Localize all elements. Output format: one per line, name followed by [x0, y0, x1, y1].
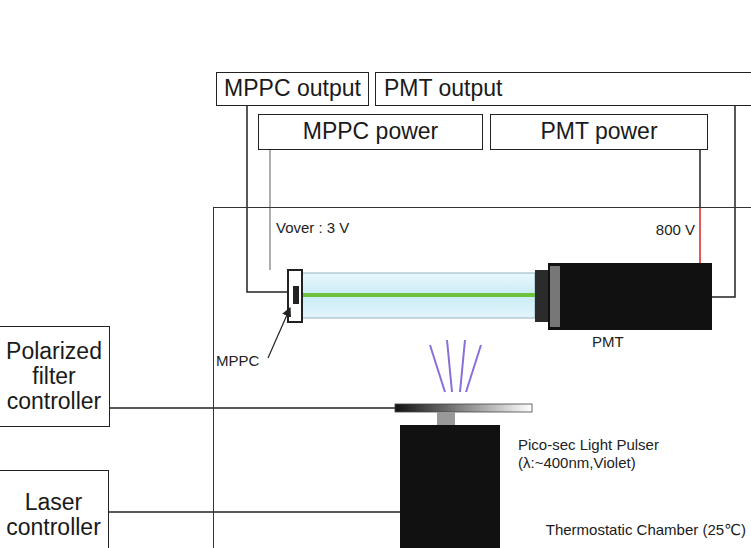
box-label: PMT power	[540, 119, 657, 144]
mppc-holder	[288, 270, 302, 322]
chamber-outline: Thermostatic Chamber (25℃)	[213, 207, 751, 548]
pmt-power-wire	[699, 150, 701, 207]
annotation-label: Vover : 3 V	[276, 219, 349, 237]
pmt-body	[548, 263, 712, 330]
light-rays	[430, 340, 481, 392]
box-label: Polarized filter controller	[6, 339, 102, 415]
box-label: MPPC output	[224, 76, 361, 101]
fiber	[300, 293, 540, 297]
polarized-filter	[395, 404, 532, 412]
label-box: Laser controller	[0, 470, 109, 548]
pmt-window	[550, 266, 560, 327]
annotation-label: Pico-sec Light Pulser (λ:~400nm,Violet)	[518, 436, 693, 472]
pmt-coupler	[535, 270, 548, 322]
box-label: PMT output	[384, 76, 502, 101]
high-voltage-wire	[699, 207, 701, 263]
box-label: Laser controller	[6, 490, 101, 541]
label-box: MPPC output	[216, 72, 369, 106]
annotation-label: PMT	[592, 333, 624, 351]
box-label: MPPC power	[303, 119, 438, 144]
mppc-chip	[293, 286, 299, 304]
label-box: MPPC power	[258, 114, 483, 150]
label-box: Polarized filter controller	[0, 326, 110, 427]
filter-mount	[437, 412, 455, 425]
light-pulser	[400, 425, 500, 548]
label-box: PMT output	[375, 72, 751, 106]
laser-control-wire	[107, 511, 400, 512]
filter-control-wire	[107, 407, 395, 408]
annotation-label: MPPC	[216, 352, 259, 370]
pmt-output-wire	[712, 106, 735, 297]
annotation-label: 800 V	[656, 221, 695, 239]
leader-line	[268, 308, 290, 358]
mppc-power-wire	[269, 150, 270, 270]
chamber-title: Thermostatic Chamber (25℃)	[546, 522, 746, 539]
label-box: PMT power	[490, 114, 708, 150]
